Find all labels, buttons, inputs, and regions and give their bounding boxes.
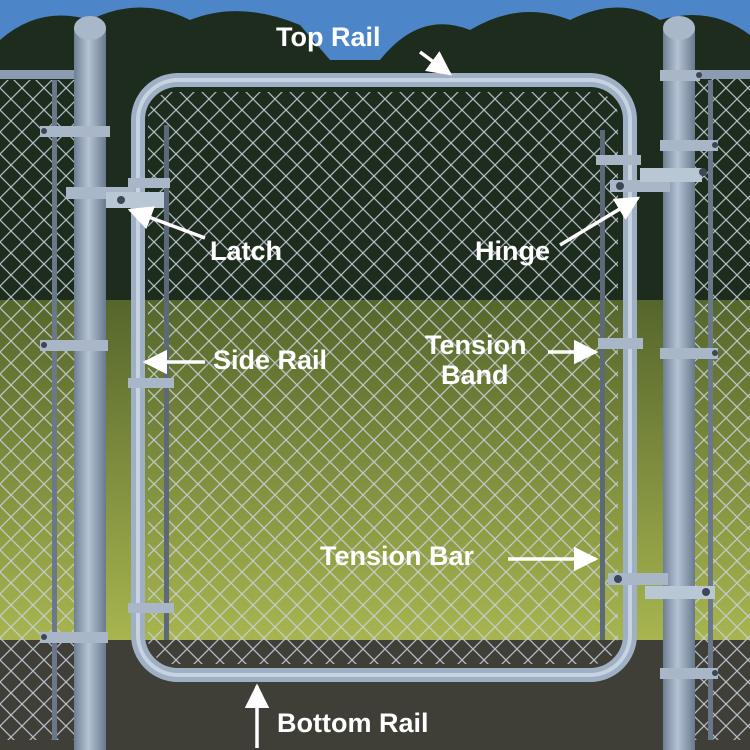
fence-bolts — [41, 72, 718, 676]
label-bottom-rail: Bottom Rail — [277, 708, 429, 738]
label-top-rail: Top Rail — [276, 22, 381, 52]
hinge-upper — [610, 168, 707, 192]
gate-band-right-2 — [596, 155, 641, 165]
hinge-lower — [608, 573, 715, 599]
label-tension-band-line1: Tension — [425, 330, 527, 360]
label-hinge: Hinge — [475, 236, 551, 266]
gate-frame-highlight — [136, 78, 632, 677]
arrow-hinge — [559, 196, 641, 247]
fence-tension-bar-right — [708, 80, 713, 740]
right-post — [663, 28, 695, 750]
gate-band-left-2 — [128, 603, 174, 613]
arrow-top-rail — [418, 50, 452, 76]
gate-band-right-1 — [598, 338, 643, 349]
gate-tension-bar-right — [600, 130, 605, 640]
right-post-cap — [663, 16, 695, 40]
label-tension-bar: Tension Bar — [320, 541, 475, 571]
fence-top-rail-right — [680, 70, 750, 79]
callout-arrows — [127, 50, 641, 748]
label-latch: Latch — [210, 236, 283, 266]
gate-band-left-1 — [128, 378, 174, 388]
latch-hardware — [66, 178, 170, 208]
fence-bands — [40, 70, 718, 679]
gate-mesh — [148, 92, 618, 664]
arrow-latch — [127, 206, 206, 240]
fence-top-rail-left — [0, 70, 90, 79]
label-side-rail: Side Rail — [213, 345, 328, 375]
left-post — [74, 28, 106, 750]
label-tension-band: Tension Band — [425, 330, 527, 390]
fence-tension-bar-left — [52, 80, 57, 740]
label-tension-band-line2: Band — [441, 360, 509, 390]
left-post-cap — [74, 16, 106, 40]
